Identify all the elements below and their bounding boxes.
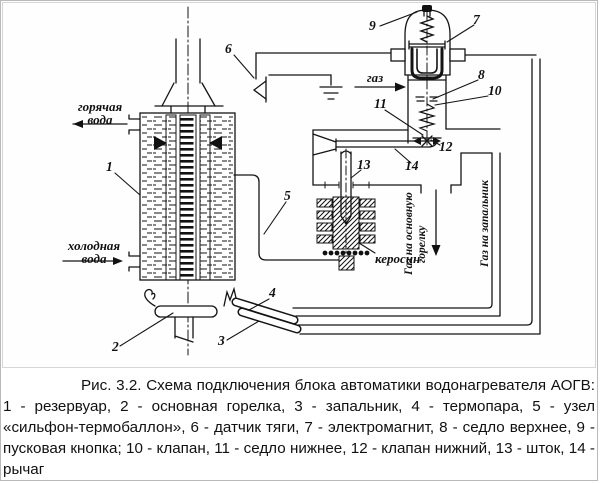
kerosene-label: керосин — [375, 251, 420, 266]
figure-caption: Рис. 3.2. Схема подключения блока автома… — [1, 369, 597, 480]
part-number-6: 6 — [225, 41, 232, 56]
cold-water-label2: вода — [82, 251, 107, 266]
svg-text:Газ на основную: Газ на основную — [403, 192, 415, 276]
thermocouple-pipe — [297, 54, 541, 335]
sensor-wire — [255, 52, 392, 80]
part-number-14: 14 — [405, 158, 419, 173]
draft-sensor — [252, 52, 392, 103]
gas-inlet — [354, 82, 406, 92]
caption-parts-list: 1 - резервуар, 2 - основная горелка, 3 -… — [3, 398, 595, 478]
part-number-2: 2 — [111, 339, 119, 354]
lever — [335, 140, 438, 148]
gas-igniter-label: Газ на запальник — [479, 179, 491, 268]
thermo-bulb-left — [154, 136, 167, 150]
burner-flame-icon — [144, 288, 156, 307]
part-number-9: 9 — [369, 18, 376, 33]
cold-water-label: холодная — [67, 238, 121, 253]
ground-wire — [268, 74, 332, 86]
part-number-3: 3 — [217, 333, 225, 348]
gas-label: газ — [367, 70, 383, 85]
part-number-1: 1 — [106, 159, 113, 174]
gas-main-label: Газ на основную горелку — [403, 192, 428, 276]
lower-valve — [412, 135, 442, 147]
bellows-unit — [316, 196, 376, 271]
chimney — [154, 38, 224, 114]
part-number-12: 12 — [439, 139, 453, 154]
part-number-8: 8 — [478, 67, 485, 82]
bellows-coil — [322, 250, 370, 256]
start-button — [422, 5, 432, 17]
valve-body — [407, 11, 447, 147]
ground-icon — [319, 86, 343, 100]
hot-water-outlet — [72, 114, 141, 135]
part-number-4: 4 — [268, 285, 276, 300]
igniter-thermocouple — [223, 286, 302, 334]
thermo-bulb-right — [209, 136, 222, 150]
svg-text:горелку: горелку — [416, 225, 428, 263]
upper-seat — [415, 96, 439, 102]
capillary-tube — [233, 174, 340, 261]
part-number-5: 5 — [284, 188, 291, 203]
hot-water-label2: вода — [88, 112, 113, 127]
schematic-figure: горячая вода холодная вода газ керосин Г… — [2, 2, 596, 368]
leader-lines — [114, 11, 489, 347]
gas-main-arrow — [431, 189, 441, 256]
part-number-13: 13 — [357, 157, 371, 172]
hot-water-label: горячая — [78, 99, 123, 114]
part-number-7: 7 — [473, 12, 481, 27]
electromagnet — [390, 5, 466, 80]
part-number-10: 10 — [488, 83, 502, 98]
caption-title: Рис. 3.2. Схема подключения блока автома… — [81, 377, 595, 394]
svg-text:Газ на запальник: Газ на запальник — [479, 179, 491, 268]
water-heater-schematic: горячая вода холодная вода газ керосин Г… — [62, 5, 541, 356]
tank-reservoir — [139, 112, 236, 281]
valve-spring — [417, 103, 437, 132]
magnet-core — [410, 47, 444, 80]
igniter-gas-pipe — [292, 152, 501, 317]
lever-housing — [312, 128, 501, 194]
part-number-11: 11 — [374, 96, 387, 111]
lever-pivot — [312, 133, 337, 156]
cold-water-inlet — [62, 251, 141, 272]
main-burner — [144, 288, 218, 343]
